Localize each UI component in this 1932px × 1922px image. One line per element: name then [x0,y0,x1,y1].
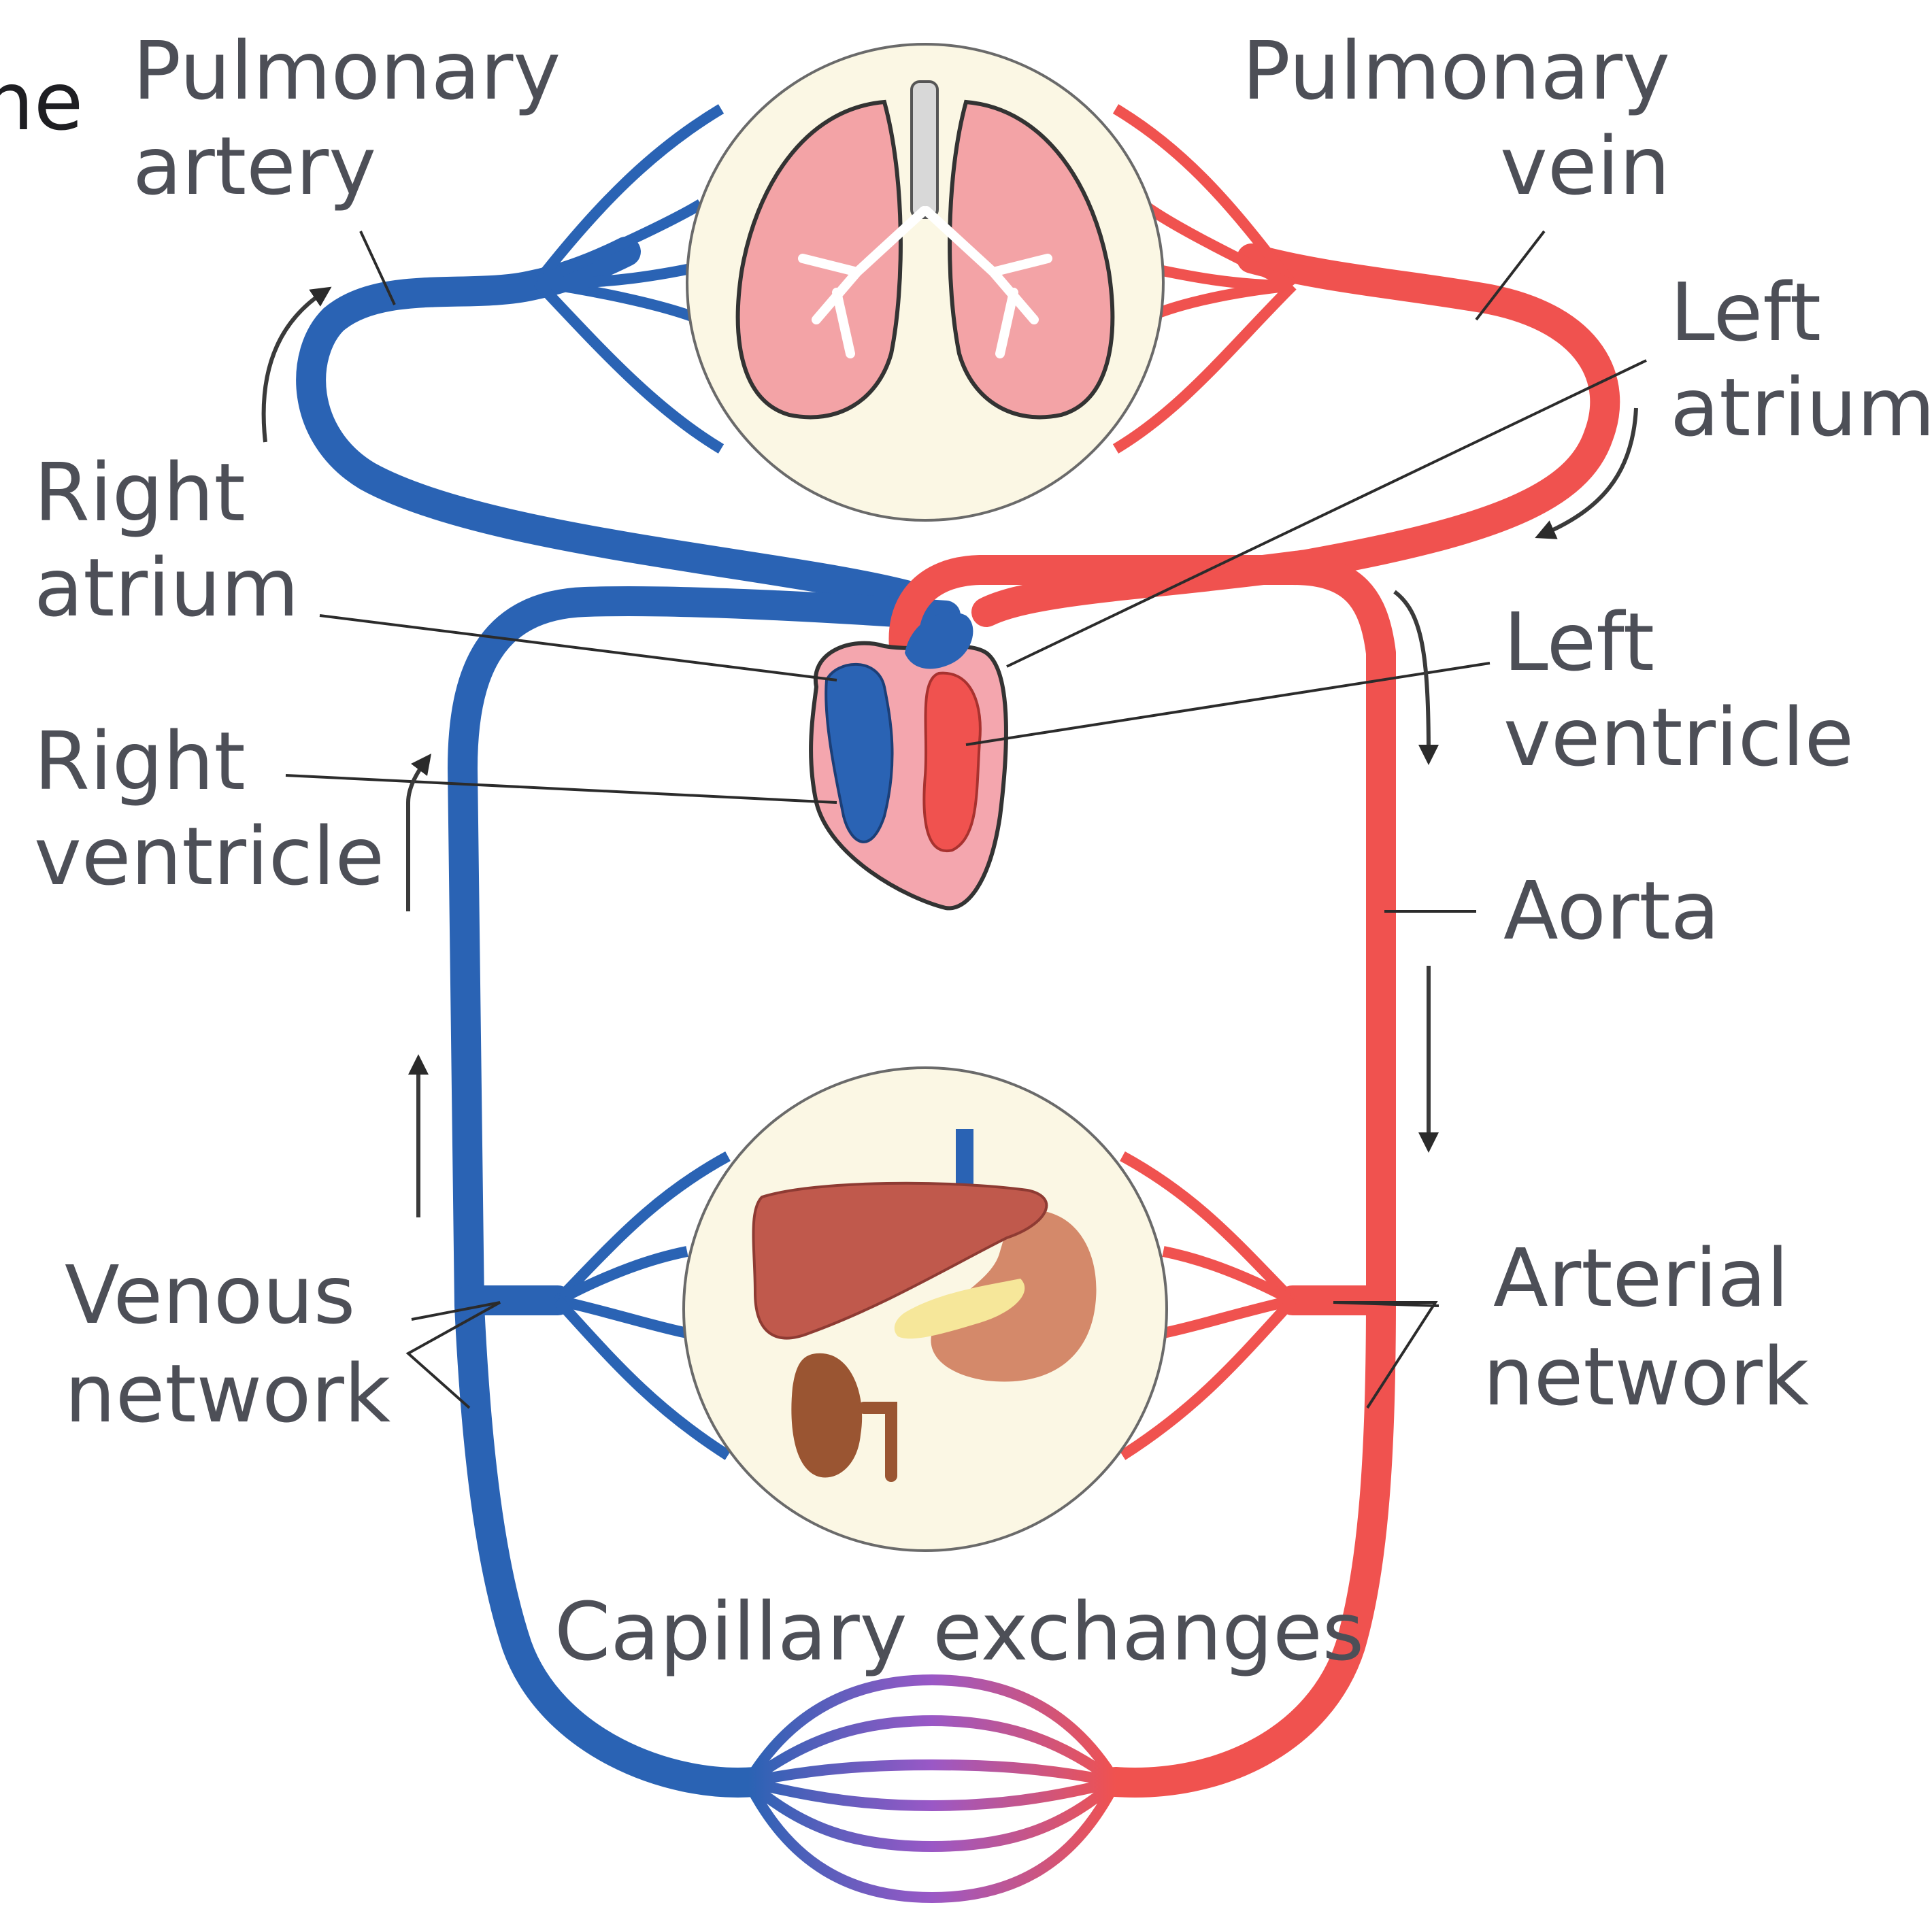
pulmonary-vein-label-1: Pulmonary [1242,24,1670,118]
right-atrium-label-2: atrium [34,541,299,635]
blood-vessel-stub [956,1129,973,1190]
organs-group [684,1068,1167,1551]
right-ventricle-label-1: Right [34,714,246,808]
left-ventricle-label-1: Left [1503,595,1654,689]
pulmonary-artery-label-2: artery [133,119,376,213]
venous-network-label-1: Venous [65,1248,355,1342]
aorta-label: Aorta [1503,864,1720,958]
heart-icon [811,612,1006,908]
left-atrium-label-2: atrium [1670,360,1932,454]
pulmonary-artery-label-1: Pulmonary [133,24,561,118]
capillary-bed [748,1680,1116,1898]
cropped-heading-fragment: ne [0,54,83,148]
right-atrium-label-1: Right [34,445,246,539]
left-ventricle-label-2: ventricle [1503,690,1854,784]
left-atrium-label-1: Left [1670,265,1821,359]
arterial-network-label-2: network [1483,1330,1809,1423]
venous-network-label-2: network [65,1347,390,1440]
pulmonary-vein-label-2: vein [1500,119,1670,213]
arterial-network-label-1: Arterial [1493,1231,1789,1325]
right-ventricle-label-2: ventricle [34,809,384,903]
lungs-icon [687,44,1163,520]
capillary-exchanges-label: Capillary exchanges [554,1585,1364,1679]
